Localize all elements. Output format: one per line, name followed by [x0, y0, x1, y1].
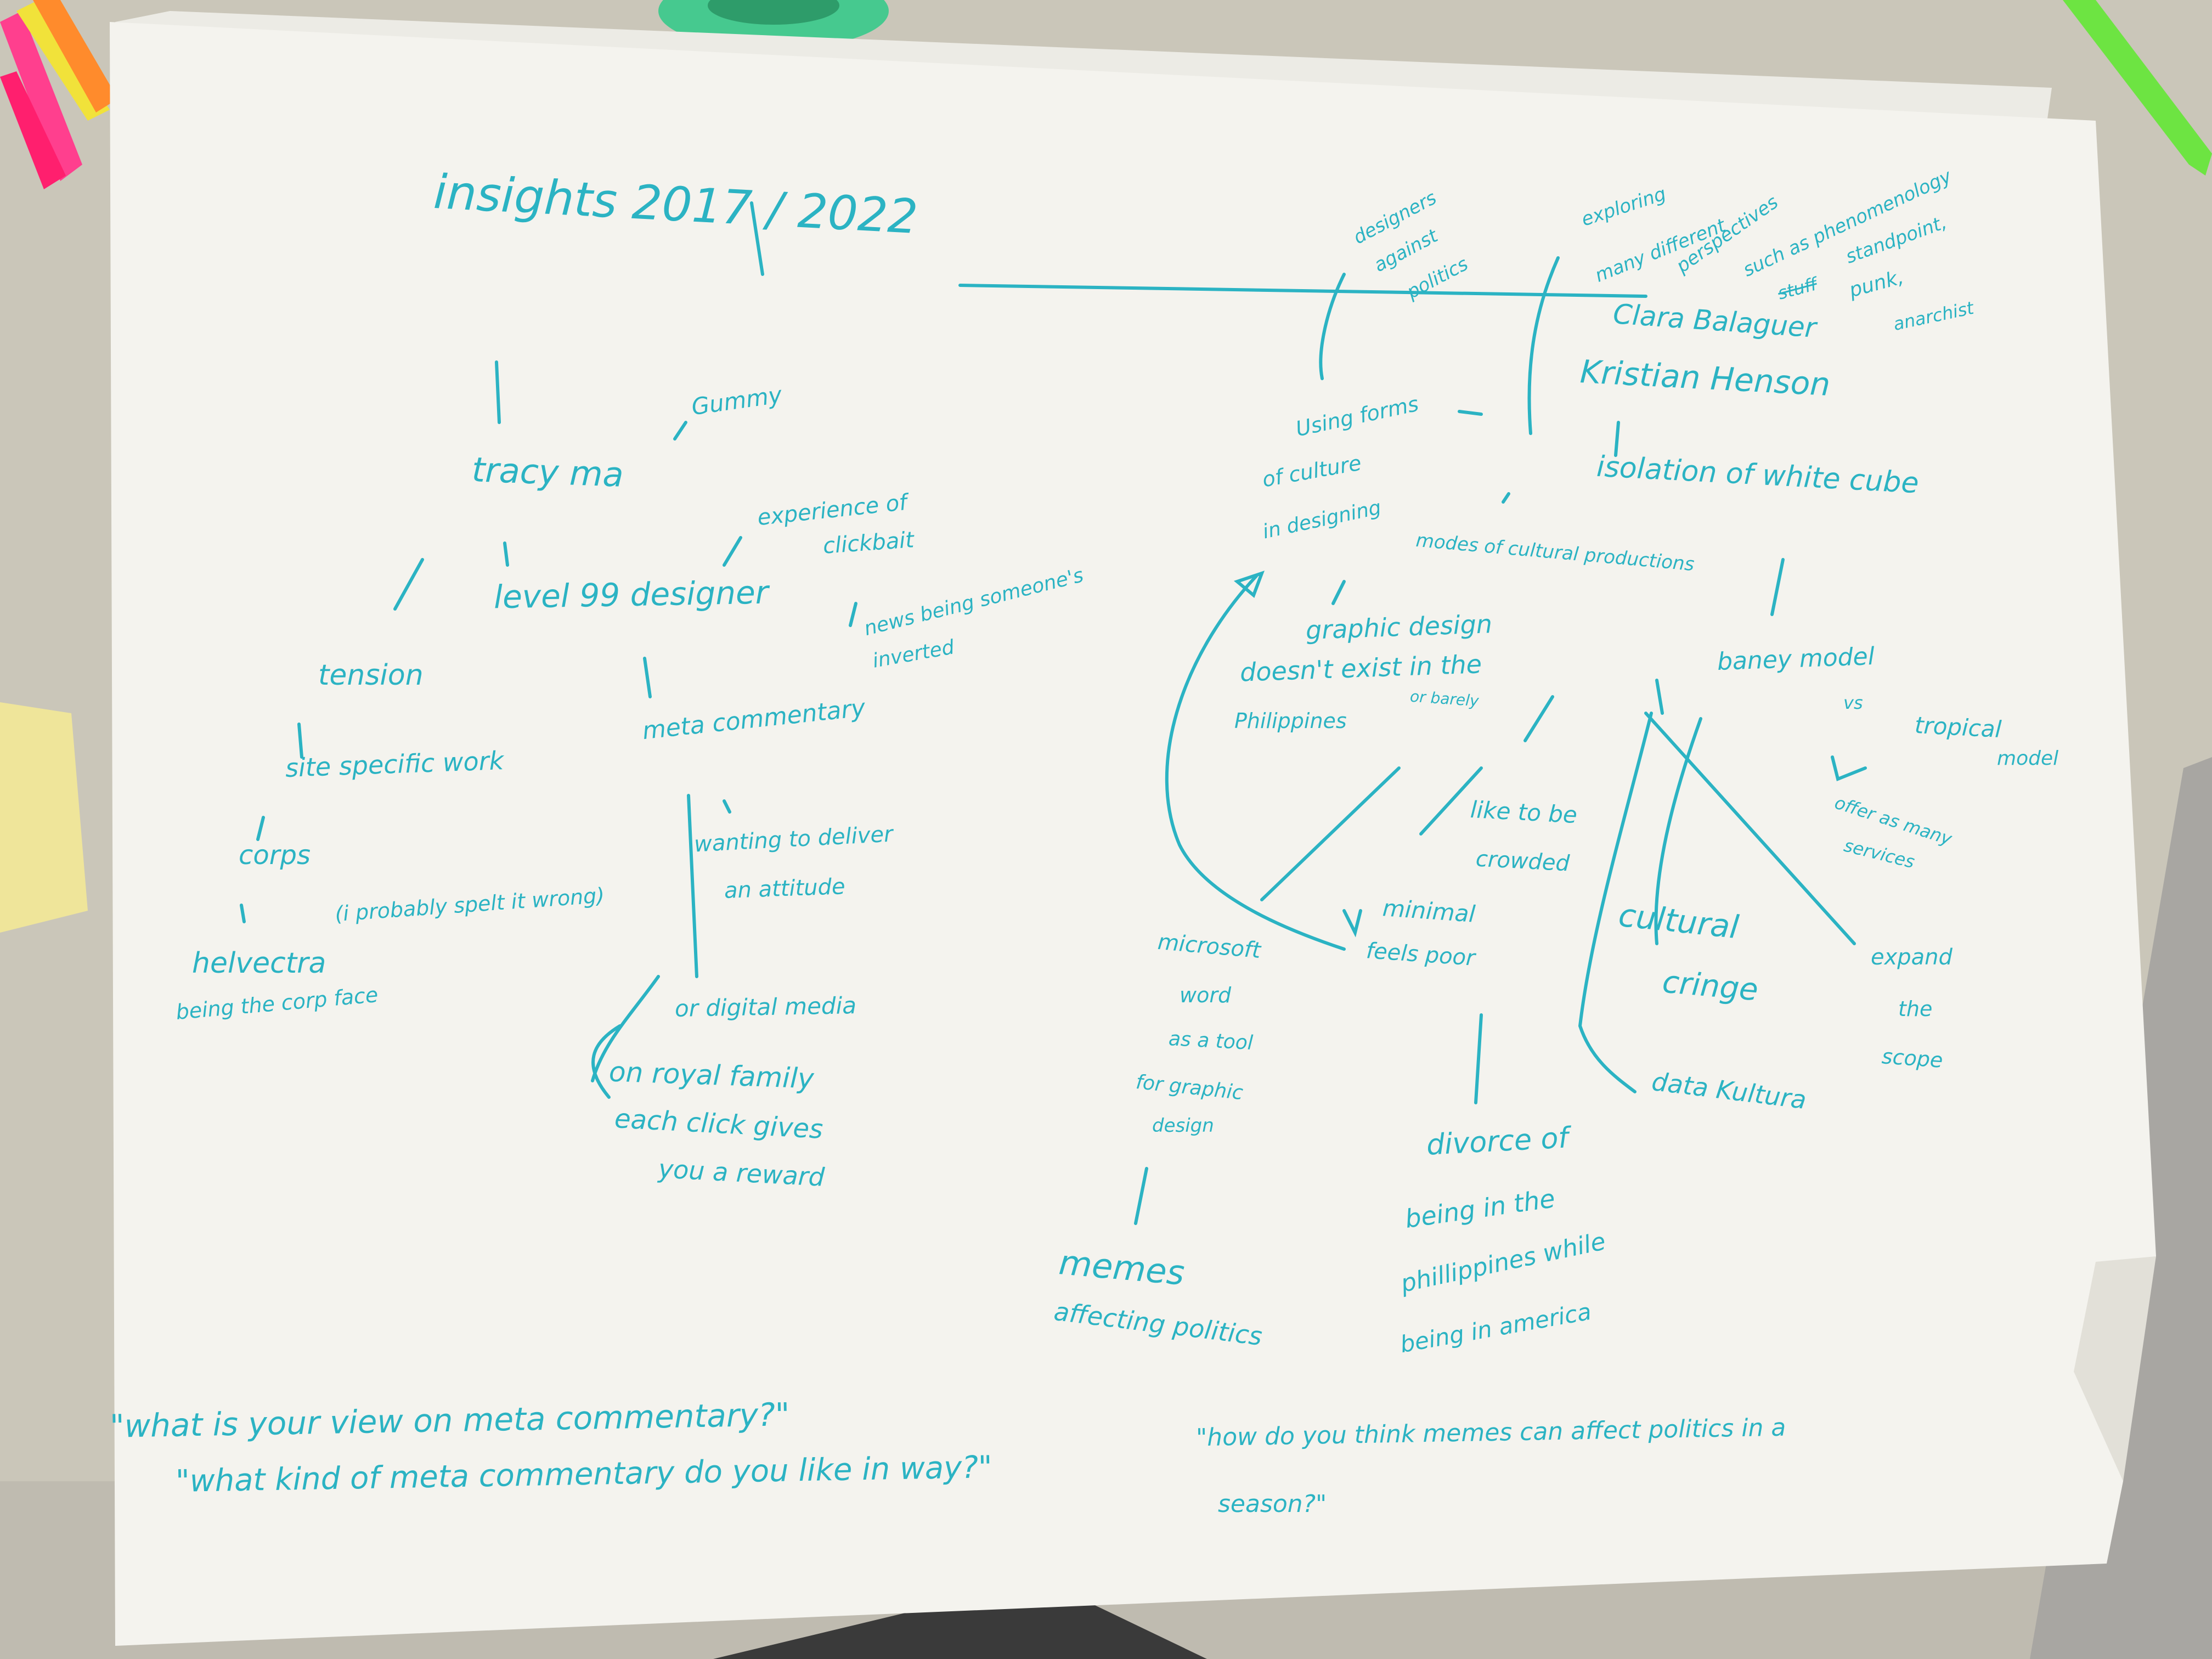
note-crowded: crowded — [1475, 846, 1571, 877]
node-graphic-design: graphic design — [1305, 609, 1493, 645]
torn-corner — [2074, 1256, 2156, 1481]
highlighters — [0, 0, 118, 189]
node-tracy-ma: tracy ma — [471, 449, 624, 495]
note-like-to-be: like to be — [1469, 795, 1578, 829]
node-level-99: level 99 designer — [493, 573, 769, 616]
note-the: the — [1898, 997, 1933, 1021]
note-expand: expand — [1871, 945, 1953, 970]
note-tropical: tropical — [1914, 711, 2002, 743]
note-site-specific: site specific work — [285, 746, 505, 783]
note-minimal: minimal — [1381, 894, 1476, 928]
node-tension: tension — [318, 659, 424, 692]
node-memes: memes — [1057, 1242, 1187, 1293]
note-cringe: cringe — [1661, 964, 1760, 1008]
note-philippines: Philippines — [1234, 709, 1347, 733]
note-digital-media: or digital media — [674, 992, 857, 1022]
note-corps: corps — [239, 840, 311, 871]
node-divorce: divorce of — [1425, 1121, 1570, 1162]
note-vs: vs — [1843, 692, 1863, 713]
note-design: design — [1152, 1115, 1214, 1137]
ink-lines — [240, 201, 1867, 1225]
note-or-barely: or barely — [1409, 687, 1480, 710]
paper-sheet — [110, 22, 2156, 1646]
note-scope: scope — [1881, 1044, 1944, 1073]
note-word: word — [1180, 983, 1232, 1007]
green-highlighter — [2063, 0, 2212, 176]
note-as-a-tool: as a tool — [1168, 1028, 1254, 1055]
question-memes-season: season?" — [1218, 1490, 1327, 1518]
node-baney-model: baney model — [1717, 642, 1875, 676]
sticky-note — [0, 702, 88, 933]
note-doesnt-exist: doesn't exist in the — [1239, 649, 1482, 687]
note-an-attitude: an attitude — [724, 874, 846, 904]
note-royal-family: on royal family — [608, 1056, 815, 1095]
note-clickbait: clickbait — [822, 527, 915, 559]
note-model: model — [1997, 747, 2059, 770]
node-helvectra: helvectra — [192, 947, 326, 980]
